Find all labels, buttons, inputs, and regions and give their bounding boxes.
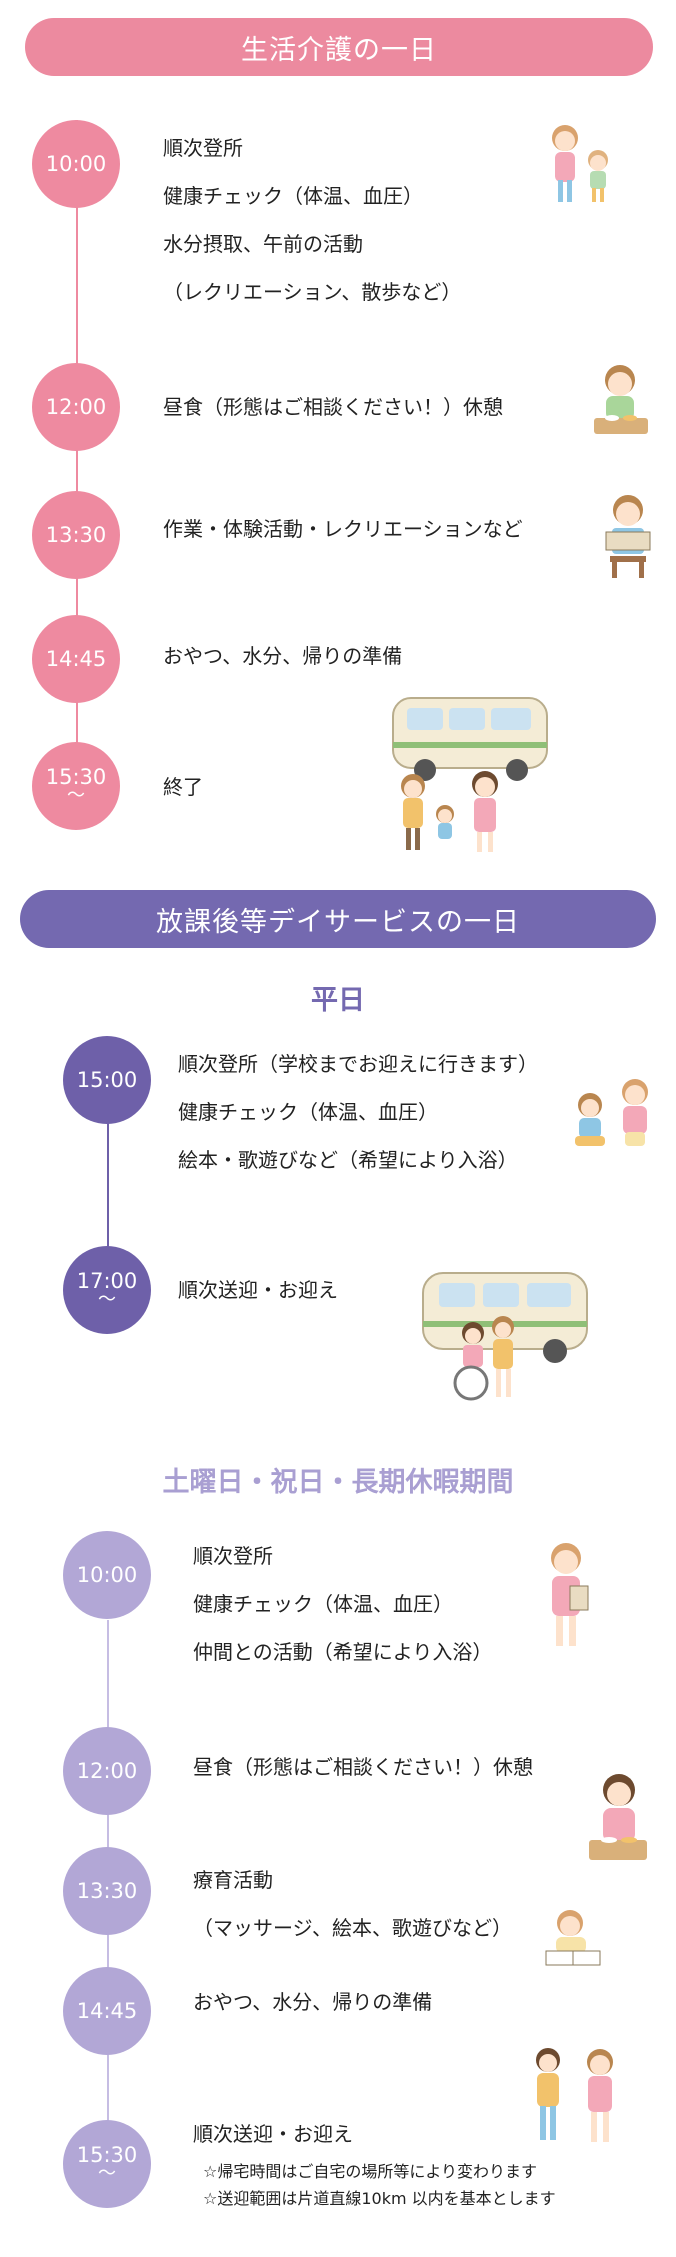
child-eating-illustration — [594, 365, 648, 434]
time-label: 13:30 — [45, 522, 107, 547]
schedule-line: 健康チェック（体温、血圧） — [163, 184, 423, 208]
time-label: 14:45 — [76, 1998, 138, 2023]
schedule-text: 順次登所（学校までお迎えに行きます） 健康チェック（体温、血圧） 絵本・歌遊びな… — [178, 1040, 538, 1184]
schedule-line: 順次送迎・お迎え — [193, 2122, 353, 2146]
time-tilde: ～ — [98, 1289, 116, 1311]
schedule-line: 健康チェック（体温、血圧） — [178, 1100, 438, 1124]
time-circle: 15:00 — [63, 1036, 151, 1124]
notes: ☆帰宅時間はご自宅の場所等により変わります ☆送迎範囲は片道直線10km 以内を… — [203, 2158, 556, 2212]
time-circle: 13:30 — [32, 491, 120, 579]
note-line: ☆帰宅時間はご自宅の場所等により変わります — [203, 2162, 538, 2181]
schedule-text: 昼食（形態はご相談ください！）休憩 — [193, 1743, 533, 1791]
schedule-line: 終了 — [163, 775, 203, 799]
schedule-text: 作業・体験活動・レクリエーションなど — [163, 505, 523, 553]
time-circle: 14:45 — [63, 1967, 151, 2055]
time-label: 17:00 — [76, 1269, 138, 1294]
timeline-line — [107, 1076, 109, 1276]
time-label: 15:00 — [76, 1067, 138, 1092]
time-circle: 14:45 — [32, 615, 120, 703]
child-reading-book-illustration — [545, 1910, 601, 1966]
schedule-line: 昼食（形態はご相談ください！）休憩 — [193, 1755, 533, 1779]
van-with-wheelchair-illustration — [422, 1272, 588, 1401]
section1-title: 生活介護の一日 — [25, 18, 653, 76]
schedule-line: 作業・体験活動・レクリエーションなど — [163, 517, 523, 541]
time-circle: 15:30 ～ — [63, 2120, 151, 2208]
van-with-family-illustration — [392, 697, 548, 852]
schedule-text: 昼食（形態はご相談ください！）休憩 — [163, 383, 503, 431]
schedule-text: 順次登所 健康チェック（体温、血圧） 水分摂取、午前の活動 （レクリエーション、… — [163, 124, 461, 316]
schedule-text: おやつ、水分、帰りの準備 — [163, 632, 402, 680]
time-label: 12:00 — [76, 1758, 138, 1783]
time-label: 13:30 — [76, 1878, 138, 1903]
schedule-line: おやつ、水分、帰りの準備 — [163, 644, 403, 668]
schedule-text: 療育活動 （マッサージ、絵本、歌遊びなど） — [193, 1856, 512, 1952]
schedule-line: （レクリエーション、散歩など） — [163, 280, 462, 304]
schedule-line: 昼食（形態はご相談ください！）休憩 — [163, 395, 503, 419]
schedule-text: 順次登所 健康チェック（体温、血圧） 仲間との活動（希望により入浴） — [193, 1532, 492, 1676]
time-label: 15:30 — [45, 765, 107, 790]
schedule-text: 順次送迎・お迎え — [178, 1266, 338, 1314]
schedule-line: 順次登所 — [163, 136, 243, 160]
schedule-line: 仲間との活動（希望により入浴） — [193, 1640, 493, 1664]
note-line: ☆送迎範囲は片道直線10km 以内を基本とします — [203, 2189, 556, 2208]
child-reading-illustration — [605, 495, 651, 578]
time-tilde: ～ — [98, 2163, 116, 2185]
time-circle: 12:00 — [63, 1727, 151, 1815]
schedule-line: （マッサージ、絵本、歌遊びなど） — [193, 1916, 512, 1940]
time-label: 10:00 — [76, 1562, 138, 1587]
mother-and-child-illustration — [552, 125, 608, 202]
schedule-line: 療育活動 — [193, 1868, 273, 1892]
time-circle: 10:00 — [32, 120, 120, 208]
pair-waving-illustration — [536, 2048, 613, 2142]
schedule-text: 順次送迎・お迎え — [193, 2110, 353, 2158]
children-with-caregiver-illustration — [575, 1079, 648, 1146]
schedule-text: おやつ、水分、帰りの準備 — [193, 1978, 432, 2026]
time-circle: 17:00 ～ — [63, 1246, 151, 1334]
schedule-line: 水分摂取、午前の活動 — [163, 232, 363, 256]
schedule-line: 絵本・歌遊びなど（希望により入浴） — [178, 1148, 518, 1172]
weekday-heading: 平日 — [311, 985, 365, 1016]
caregiver-eating-illustration — [589, 1774, 647, 1860]
time-circle: 12:00 — [32, 363, 120, 451]
schedule-line: おやつ、水分、帰りの準備 — [193, 1990, 433, 2014]
holiday-heading: 土曜日・祝日・長期休暇期間 — [162, 1467, 514, 1498]
schedule-line: 順次送迎・お迎え — [178, 1278, 338, 1302]
schedule-line: 順次登所（学校までお迎えに行きます） — [178, 1052, 538, 1076]
time-circle: 15:30 ～ — [32, 742, 120, 830]
time-tilde: ～ — [67, 785, 85, 807]
section2-title: 放課後等デイサービスの一日 — [20, 890, 656, 948]
caregiver-with-clipboard-illustration — [551, 1543, 589, 1646]
schedule-text: 終了 — [163, 763, 203, 811]
time-circle: 10:00 — [63, 1531, 151, 1619]
schedule-line: 順次登所 — [193, 1544, 273, 1568]
time-label: 10:00 — [45, 151, 107, 176]
time-circle: 13:30 — [63, 1847, 151, 1935]
time-label: 12:00 — [45, 394, 107, 419]
time-label: 15:30 — [76, 2143, 138, 2168]
time-label: 14:45 — [45, 646, 107, 671]
schedule-line: 健康チェック（体温、血圧） — [193, 1592, 453, 1616]
